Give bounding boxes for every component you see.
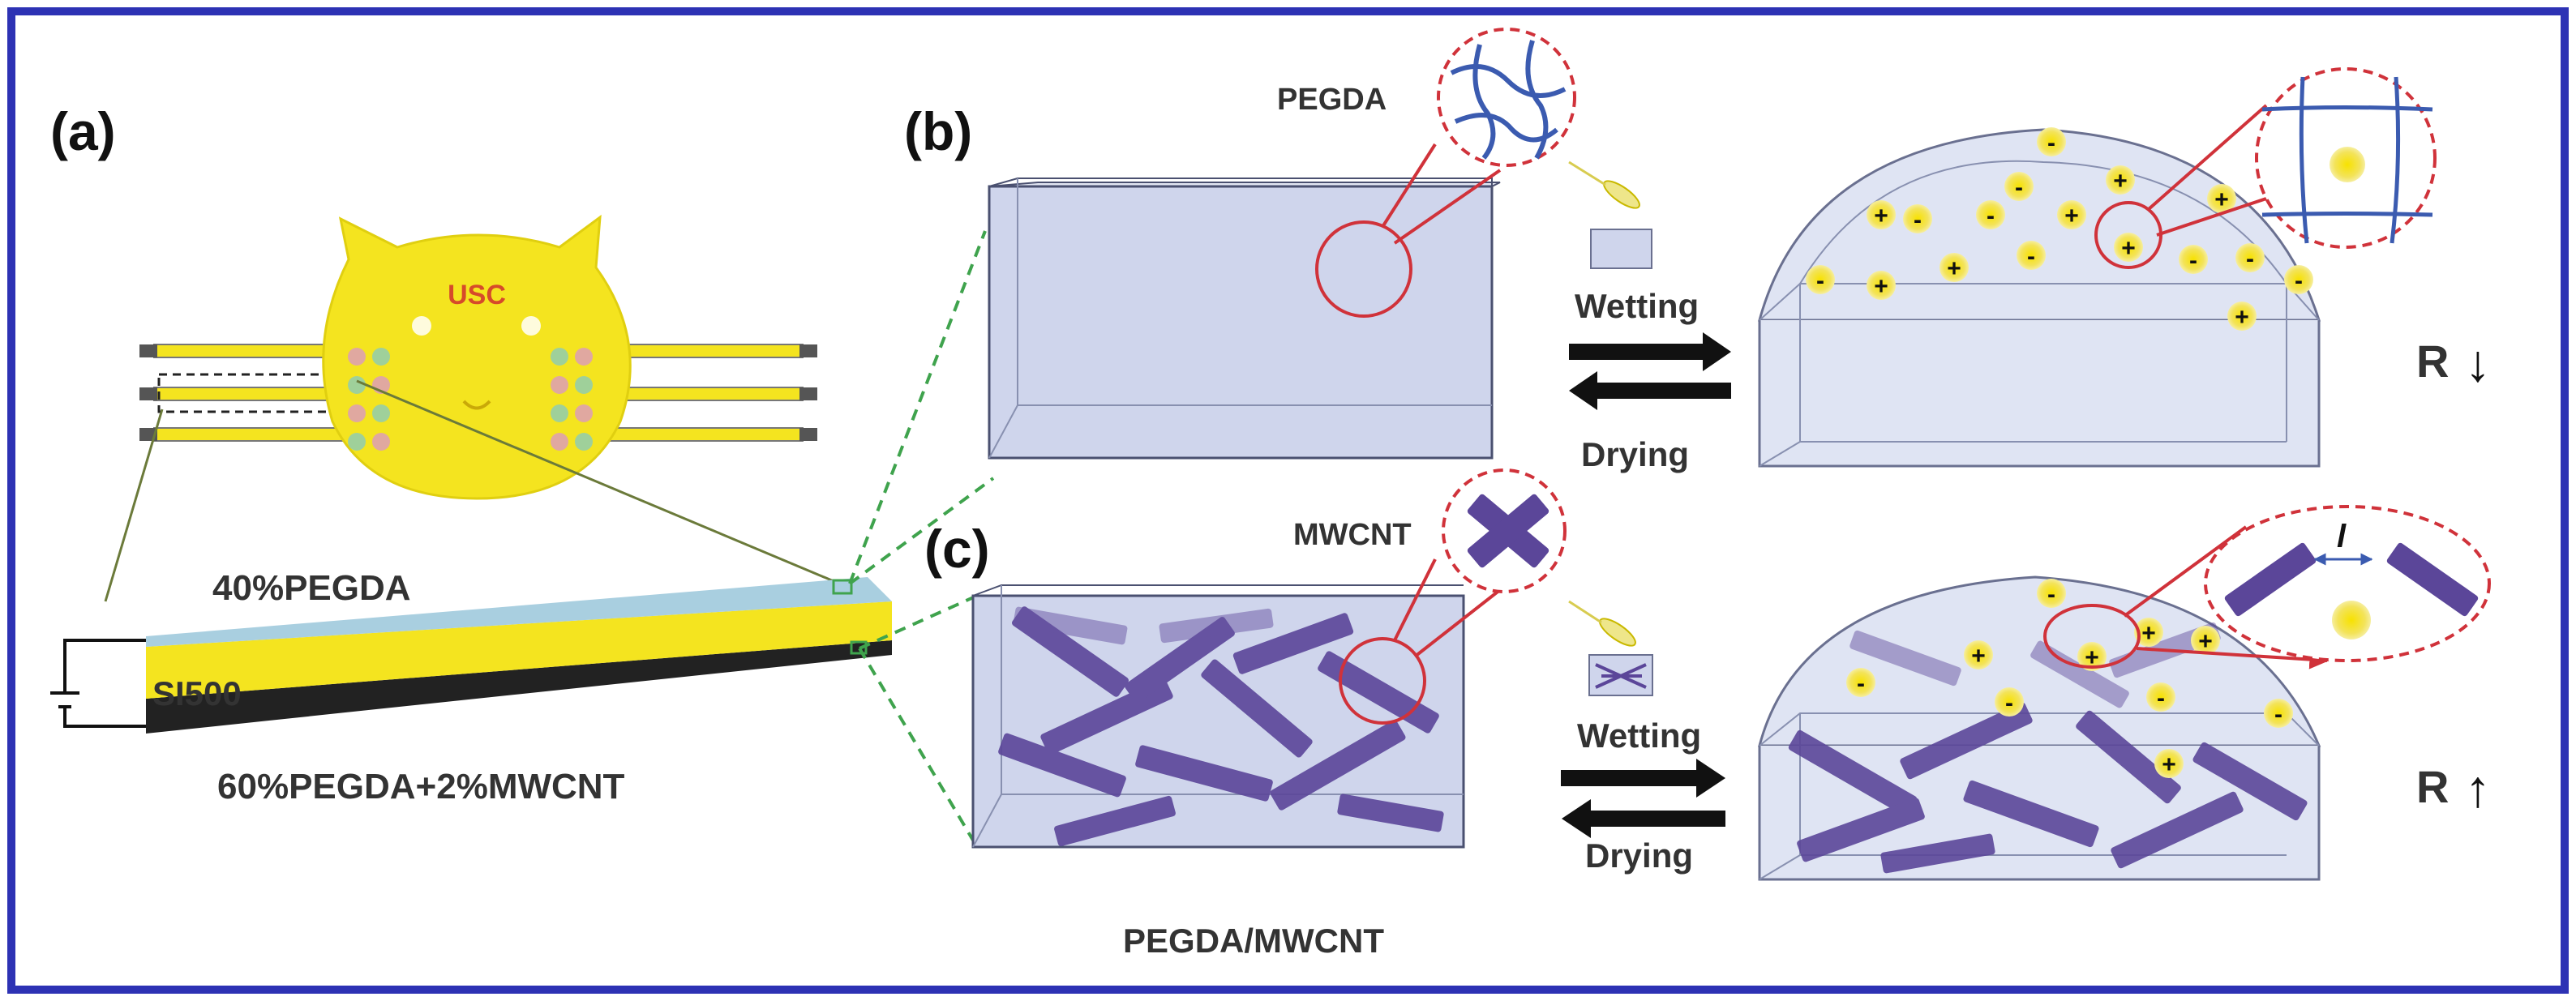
composite-caption: PEGDA/MWCNT xyxy=(1123,922,1384,960)
wetting-label-c: Wetting xyxy=(1577,717,1701,755)
crossed-nanotube-inset xyxy=(1442,468,1567,593)
resistance-symbol-b: R xyxy=(2416,336,2449,387)
ion-markers-c: - + - - + + - + + - xyxy=(1846,579,2293,778)
pegda-mwcnt-block xyxy=(971,558,1510,849)
svg-text:+: + xyxy=(2162,751,2176,778)
wetting-label-b: Wetting xyxy=(1575,287,1699,325)
swollen-network-inset xyxy=(2255,67,2437,249)
svg-text:-: - xyxy=(1914,207,1922,233)
mwcnt-inset-label: MWCNT xyxy=(1293,518,1412,552)
panel-b-label: (b) xyxy=(904,101,972,161)
svg-text:+: + xyxy=(2214,186,2229,213)
sensor-device: USC xyxy=(104,214,844,602)
drying-label-c: Drying xyxy=(1585,836,1693,875)
water-drop-icon-c xyxy=(1568,600,1636,647)
drying-arrow-b xyxy=(1569,371,1731,410)
svg-text:-: - xyxy=(2157,685,2165,712)
pegda-inset-label: PEGDA xyxy=(1277,83,1387,117)
svg-text:-: - xyxy=(2027,243,2035,270)
layered-strip xyxy=(146,577,892,734)
svg-text:-: - xyxy=(2015,174,2023,201)
drying-arrow-c xyxy=(1562,799,1725,838)
layer-label-top: 40%PEGDA xyxy=(212,568,411,608)
separated-nanotubes-inset: l xyxy=(2204,505,2491,662)
svg-text:+: + xyxy=(1874,203,1888,229)
layer-label-middle: SI500 xyxy=(152,674,242,712)
nanotube-rods-c xyxy=(998,606,1444,847)
swollen-hydrogel-b: + - - - - + + + + - + - - - - + + xyxy=(1758,104,2321,468)
zoom-circle-red xyxy=(1315,220,1412,318)
svg-text:-: - xyxy=(2246,246,2254,272)
panel-a-label: (a) xyxy=(50,101,116,161)
svg-text:-: - xyxy=(2189,247,2197,274)
svg-text:+: + xyxy=(2113,168,2128,195)
svg-text:-: - xyxy=(1857,670,1865,697)
pegda-hydrogel-block xyxy=(988,143,1502,460)
cat-head-board xyxy=(322,214,632,500)
wetting-arrow-c xyxy=(1561,759,1725,798)
svg-text:-: - xyxy=(1987,203,1995,229)
drying-label-b: Drying xyxy=(1581,435,1689,473)
svg-text:-: - xyxy=(2295,267,2303,294)
layer-top xyxy=(146,577,892,647)
svg-text:+: + xyxy=(2085,644,2099,671)
small-gel-icon xyxy=(1590,229,1652,269)
layer-middle xyxy=(146,601,892,699)
resistance-arrow-up-icon: ↑ xyxy=(2465,759,2491,818)
svg-text:-: - xyxy=(2005,690,2013,717)
svg-text:+: + xyxy=(2064,203,2079,229)
resistance-arrow-down-icon: ↓ xyxy=(2465,334,2491,392)
svg-text:+: + xyxy=(1947,255,1961,282)
svg-text:+: + xyxy=(2235,304,2249,331)
layer-bottom xyxy=(146,640,892,734)
svg-text:-: - xyxy=(1816,267,1824,294)
small-composite-icon xyxy=(1588,654,1653,696)
svg-text:+: + xyxy=(2121,235,2136,262)
panel-c-label: (c) xyxy=(924,519,990,579)
polymer-network-inset xyxy=(1437,28,1576,167)
svg-text:-: - xyxy=(2274,701,2282,728)
swollen-composite-c: - + - - + + - + + - xyxy=(1758,525,2330,881)
svg-text:+: + xyxy=(1874,273,1888,300)
circuit-battery-icon xyxy=(50,639,146,728)
svg-text:-: - xyxy=(2047,581,2055,608)
ion-markers-b: + - - - - + + + + - + - - - - + + xyxy=(1806,127,2313,331)
svg-text:+: + xyxy=(2141,620,2156,647)
svg-text:+: + xyxy=(2198,628,2213,655)
gap-label: l xyxy=(2337,519,2347,554)
layer-label-bottom: 60%PEGDA+2%MWCNT xyxy=(217,767,625,806)
nanotube-rods-swollen xyxy=(1788,622,2308,874)
contact-pads-right xyxy=(551,348,593,451)
resistance-symbol-c: R xyxy=(2416,761,2449,812)
svg-text:+: + xyxy=(1971,643,1986,669)
zoom-lines-green xyxy=(848,230,995,849)
wetting-arrow-b xyxy=(1569,332,1731,371)
water-drop-icon xyxy=(1568,160,1640,209)
svg-text:-: - xyxy=(2047,130,2055,156)
usc-logo: USC xyxy=(448,280,506,310)
